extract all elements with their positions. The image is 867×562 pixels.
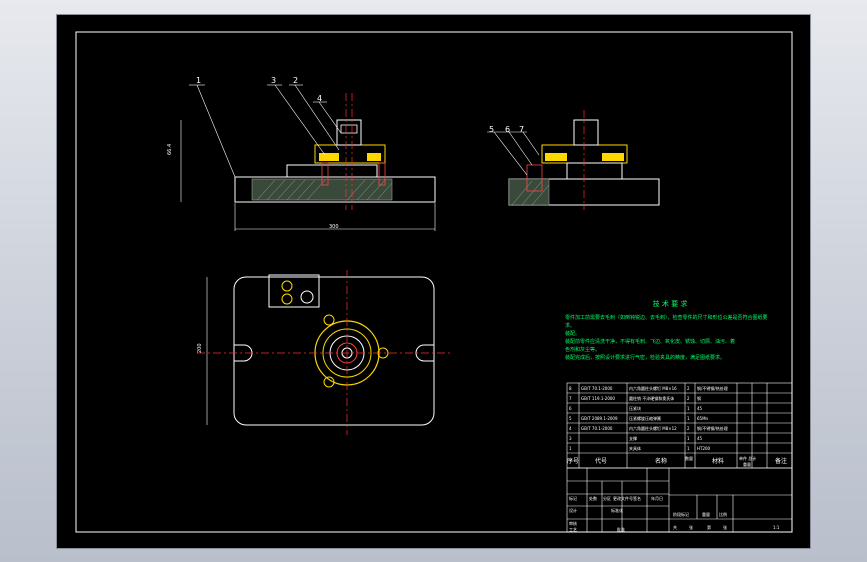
title-block [566,467,793,533]
engineering-drawing [75,31,793,533]
sheet-frame [75,31,793,533]
cad-viewport[interactable]: 1 3 2 4 5 6 7 66.4 300 200 技 术 要 求 零件加工前… [56,14,811,549]
bom-table [566,382,793,469]
side-view [487,110,660,210]
top-view [197,270,452,435]
front-view [180,84,436,231]
